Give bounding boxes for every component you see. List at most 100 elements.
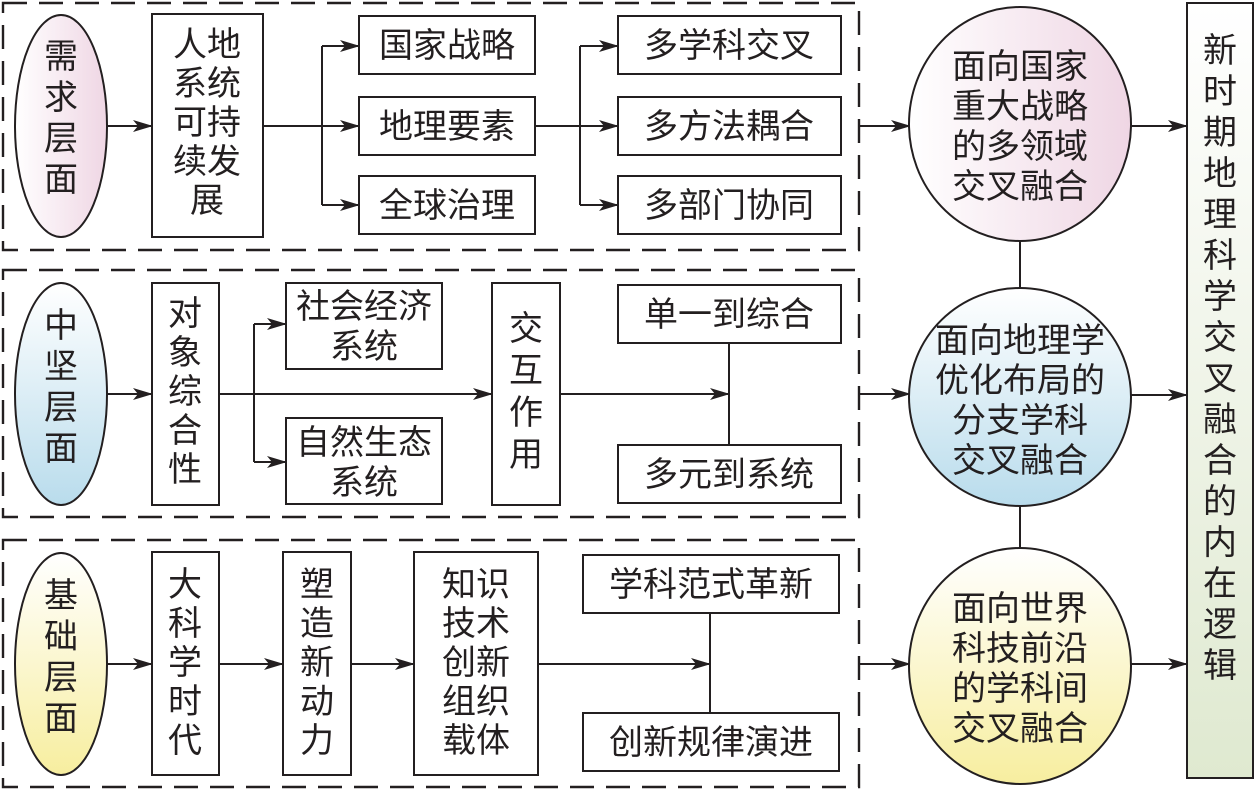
label-national-strategy: 国家战略: [379, 26, 515, 66]
outcome-circle-frontier: [908, 547, 1132, 785]
box-natural-ecological-system: [285, 417, 443, 505]
text-char: 层: [44, 388, 78, 428]
text-char: 合: [168, 411, 202, 451]
text-char: 性: [168, 450, 202, 490]
text-char: 需: [44, 37, 78, 77]
text-char: 新: [300, 643, 334, 683]
box-multidisciplinary: [617, 15, 842, 75]
text-char: 层: [44, 119, 78, 159]
text-line: 的学科间: [952, 669, 1088, 709]
text-line: 面向世界: [952, 589, 1088, 629]
text-line: 科技前沿: [952, 629, 1088, 669]
box-innovation-law-evolution: [582, 712, 840, 772]
box-national-strategy: [358, 15, 536, 75]
label-natural-ecological-line2: 系统: [330, 463, 398, 503]
box-multimethod: [617, 96, 842, 156]
outcome-circle-national-strategy: [908, 6, 1132, 242]
text-char: 科: [168, 604, 202, 644]
text-char: 作: [509, 393, 543, 433]
label-global-governance: 全球治理: [379, 186, 515, 226]
text-char: 学: [168, 643, 202, 683]
text-line: 面向地理学: [935, 321, 1105, 361]
text-char: 辑: [1203, 646, 1237, 686]
text-char: 新: [1203, 31, 1237, 71]
text-line: 组织: [442, 682, 510, 722]
label-innovation-law-evolution: 创新规律演进: [609, 723, 813, 763]
text-line: 交叉融合: [952, 441, 1088, 481]
text-char: 层: [44, 658, 78, 698]
text-char: 基: [44, 576, 78, 616]
text-char: 造: [300, 604, 334, 644]
text-line: 载体: [442, 721, 510, 761]
label-diverse-to-systemic: 多元到系统: [644, 455, 814, 495]
label-socioeconomic-line2: 系统: [330, 327, 398, 367]
text-char: 动: [300, 682, 334, 722]
box-multidepartment: [617, 175, 842, 235]
text-char: 的: [1203, 482, 1237, 522]
text-char: 在: [1203, 564, 1237, 604]
text-char: 合: [1203, 441, 1237, 481]
text-char: 础: [44, 617, 78, 657]
text-line: 面向国家: [952, 47, 1088, 87]
text-line: 优化布局的: [935, 361, 1105, 401]
text-char: 面: [44, 429, 78, 469]
text-char: 面: [44, 699, 78, 739]
text-char: 交: [1203, 318, 1237, 358]
text-line: 系统: [173, 64, 241, 104]
conclusion-box: [1186, 2, 1254, 779]
text-line: 的多领域: [952, 127, 1088, 167]
text-line: 知识: [442, 565, 510, 605]
label-paradigm-innovation: 学科范式革新: [609, 565, 813, 605]
box-socioeconomic-system: [285, 282, 443, 370]
text-char: 代: [168, 721, 202, 761]
text-line: 交叉融合: [952, 709, 1088, 749]
text-char: 交: [509, 309, 543, 349]
text-char: 坚: [44, 347, 78, 387]
text-char: 时: [1203, 72, 1237, 112]
box-global-governance: [358, 175, 536, 235]
text-char: 综: [168, 372, 202, 412]
text-char: 叉: [1203, 359, 1237, 399]
box-single-to-integrated: [617, 284, 842, 344]
innovation-carrier-box: [413, 551, 539, 776]
label-geographic-elements: 地理要素: [379, 107, 515, 147]
label-single-to-integrated: 单一到综合: [644, 295, 814, 335]
text-char: 求: [44, 78, 78, 118]
new-momentum-box: [282, 551, 352, 776]
text-line: 展: [190, 181, 224, 221]
box-diverse-to-systemic: [617, 444, 842, 504]
text-char: 面: [44, 160, 78, 200]
text-char: 学: [1203, 277, 1237, 317]
text-char: 时: [168, 682, 202, 722]
text-line: 创新: [442, 643, 510, 683]
interaction-box: [491, 282, 561, 506]
text-char: 期: [1203, 113, 1237, 153]
box-paradigm-innovation: [582, 554, 840, 614]
label-natural-ecological-line1: 自然生态: [296, 423, 432, 463]
text-line: 重大战略: [952, 87, 1088, 127]
label-multidisciplinary: 多学科交叉: [644, 26, 814, 66]
text-line: 可持: [173, 103, 241, 143]
text-char: 理: [1203, 195, 1237, 235]
text-line: 交叉融合: [952, 167, 1088, 207]
box-geographic-elements: [358, 96, 536, 156]
text-line: 分支学科: [952, 401, 1088, 441]
text-char: 大: [168, 565, 202, 605]
backbone-core-box: [151, 282, 220, 506]
text-char: 象: [168, 333, 202, 373]
text-char: 融: [1203, 400, 1237, 440]
